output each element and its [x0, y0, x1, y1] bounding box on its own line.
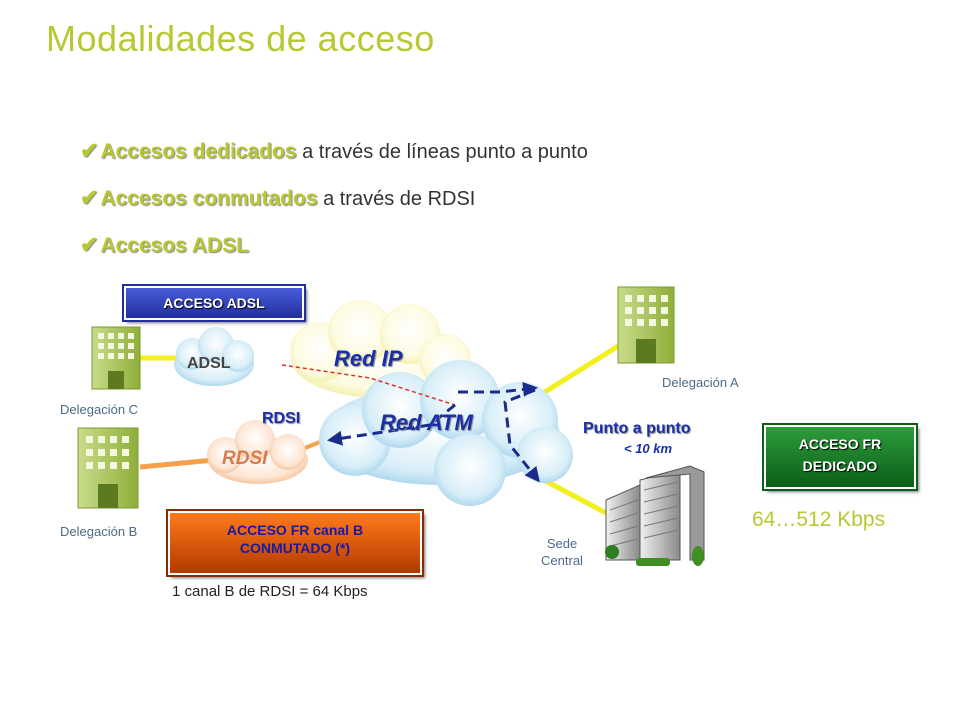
acceso-fr-dedicado-box: ACCESO FR DEDICADO	[762, 423, 918, 491]
punto-a-punto-label: Punto a punto	[583, 420, 691, 437]
rdsi-cloud	[207, 420, 308, 484]
atm-arrow-rdsi	[327, 403, 456, 446]
distance-label: < 10 km	[624, 441, 673, 456]
check-icon: ✔	[80, 185, 99, 210]
bullet-rest: a través de líneas punto a punto	[296, 141, 588, 163]
check-icon: ✔	[80, 232, 99, 257]
ip-path	[281, 364, 456, 406]
bullet-rest: a través de RDSI	[317, 188, 476, 210]
bullet-strong: Accesos conmutados	[100, 187, 318, 210]
building-delegacion-a	[617, 286, 675, 364]
building-delegacion-b	[77, 427, 139, 509]
delegacion-c-label: Delegación C	[60, 402, 139, 417]
bullet-accesos-conmutados: ✔Accesos conmutados a través de RDSI	[80, 185, 475, 211]
check-icon: ✔	[80, 138, 99, 163]
bullet-strong: Accesos ADSL	[100, 234, 250, 257]
box-line: ACCESO FR canal B	[226, 522, 364, 538]
rdsi-cloud-label: RDSI	[222, 448, 268, 469]
box-line: CONMUTADO (*)	[239, 540, 351, 556]
atm-arrow-sede	[503, 388, 540, 483]
bullet-accesos-dedicados: ✔Accesos dedicados a través de líneas pu…	[80, 138, 588, 164]
acceso-fr-canal-b-box: ACCESO FR canal B CONMUTADO (*)	[166, 509, 424, 577]
bullet-strong: Accesos dedicados	[100, 140, 297, 163]
acceso-adsl-box: ACCESO ADSL	[122, 284, 306, 322]
atm-arrow-a	[458, 381, 538, 397]
adsl-cloud	[174, 327, 254, 386]
building-sede-central	[605, 465, 705, 566]
page-title: Modalidades de acceso	[46, 18, 435, 59]
sede-label: Sede	[546, 536, 578, 551]
box-line: DEDICADO	[802, 458, 878, 474]
link-atm-a	[538, 342, 622, 398]
red-ip-label: Red IP	[334, 346, 403, 371]
red-atm-cloud	[319, 360, 573, 506]
delegacion-a-label: Delegación A	[662, 375, 739, 390]
kbps-label: 64…512 Kbps	[752, 508, 886, 531]
delegacion-b-label: Delegación B	[60, 524, 138, 539]
link-b-rdsi	[139, 457, 215, 470]
red-atm-label: Red ATM	[380, 410, 473, 435]
link-atm-sede	[538, 475, 612, 518]
rdsi-link-label: RDSI	[262, 410, 301, 427]
canal-b-note: 1 canal B de RDSI = 64 Kbps	[172, 583, 368, 600]
adsl-cloud-label: ADSL	[187, 355, 231, 372]
central-label: Central	[541, 553, 583, 568]
box-line: ACCESO FR	[798, 436, 882, 452]
bullet-accesos-adsl: ✔Accesos ADSL	[80, 232, 249, 258]
building-delegacion-c	[91, 326, 141, 390]
